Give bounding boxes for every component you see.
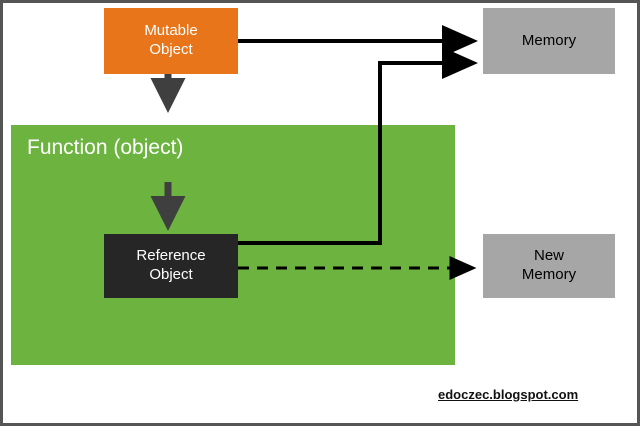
node-reference-object: Reference Object xyxy=(104,234,238,298)
watermark: edoczec.blogspot.com xyxy=(438,387,579,402)
node-new-memory-label: New Memory xyxy=(522,247,576,285)
node-reference-object-label: Reference Object xyxy=(136,247,205,285)
node-memory: Memory xyxy=(483,8,615,74)
node-new-memory: New Memory xyxy=(483,234,615,298)
node-reference-object-label-line1: Reference xyxy=(136,247,206,265)
node-mutable-object-label-line1: Mutable xyxy=(144,22,198,40)
node-mutable-object-label: Mutable Object xyxy=(144,22,197,60)
node-mutable-object-label-line2: Object xyxy=(149,41,193,58)
node-reference-object-label-line2: Object xyxy=(149,266,193,283)
node-function-object-label: Function (object) xyxy=(27,136,184,159)
node-new-memory-label-line2: Memory xyxy=(521,266,577,283)
node-new-memory-label-line1: New xyxy=(533,247,564,265)
node-mutable-object: Mutable Object xyxy=(104,8,238,74)
node-memory-label: Memory xyxy=(521,31,577,49)
